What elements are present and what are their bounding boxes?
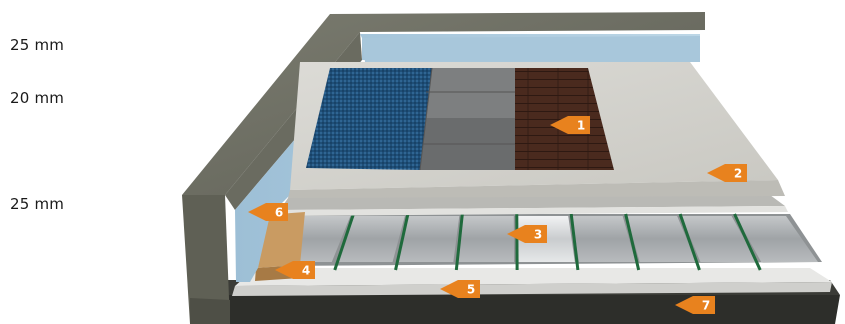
heating-panel-layer xyxy=(275,214,822,270)
callout-number: 2 xyxy=(734,167,742,181)
callout-number: 7 xyxy=(702,299,710,313)
callout-number: 1 xyxy=(577,119,585,133)
callout-number: 6 xyxy=(275,206,283,220)
callout-number: 3 xyxy=(534,228,542,242)
separation-layer xyxy=(280,195,788,216)
callout-number: 4 xyxy=(302,264,310,278)
insulation-board-layer xyxy=(232,268,832,296)
tile-finish xyxy=(420,68,515,170)
heating-panel xyxy=(457,216,514,262)
callout-number: 5 xyxy=(467,283,475,297)
